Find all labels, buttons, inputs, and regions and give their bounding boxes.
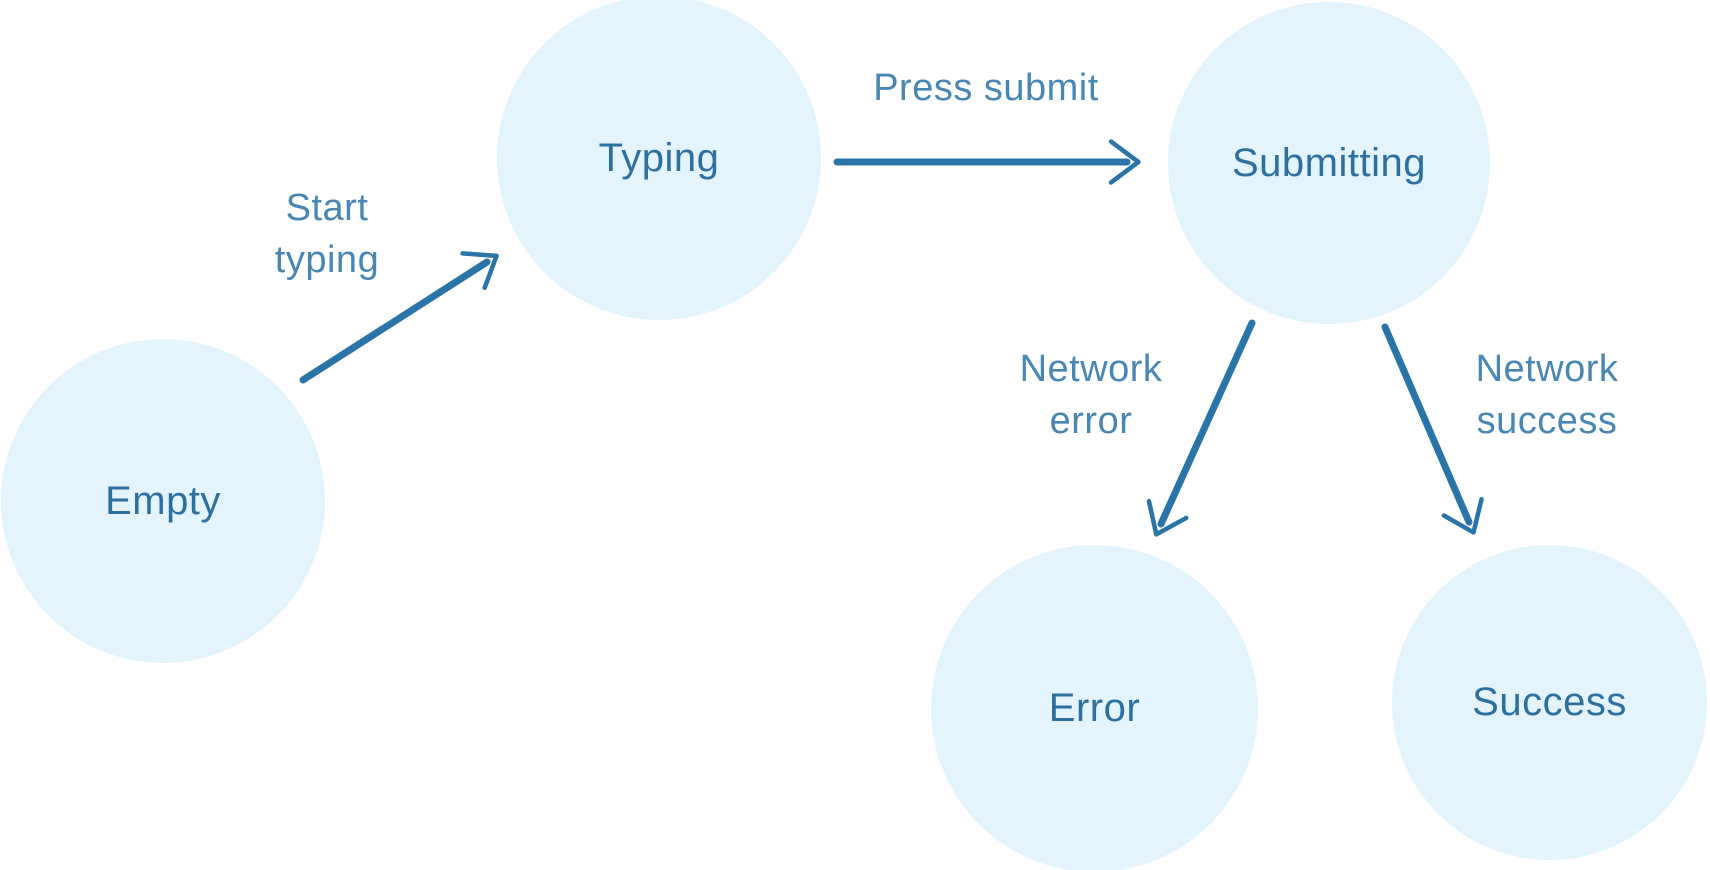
transition-label-network-error: Network error xyxy=(1019,348,1163,442)
transition-label-press-submit: Press submit xyxy=(873,67,1099,109)
state-node-typing: Typing xyxy=(497,0,821,320)
transition-arrow-empty-to-typing xyxy=(299,251,499,384)
state-label-success: Success xyxy=(1472,680,1627,724)
state-label-submitting: Submitting xyxy=(1232,140,1426,185)
transition-label-start-typing: Start typing xyxy=(274,187,380,281)
state-node-success: Success xyxy=(1392,545,1707,860)
state-node-submitting: Submitting xyxy=(1168,2,1490,324)
state-node-error: Error xyxy=(931,545,1258,870)
transition-arrow-submitting-to-error xyxy=(1146,319,1256,537)
transition-arrow-submitting-to-success xyxy=(1381,323,1484,535)
transition-label-network-success: Network success xyxy=(1475,348,1619,442)
state-label-error: Error xyxy=(1048,686,1141,730)
state-label-empty: Empty xyxy=(105,478,221,523)
state-label-typing: Typing xyxy=(598,135,720,180)
state-node-empty: Empty xyxy=(1,339,325,663)
